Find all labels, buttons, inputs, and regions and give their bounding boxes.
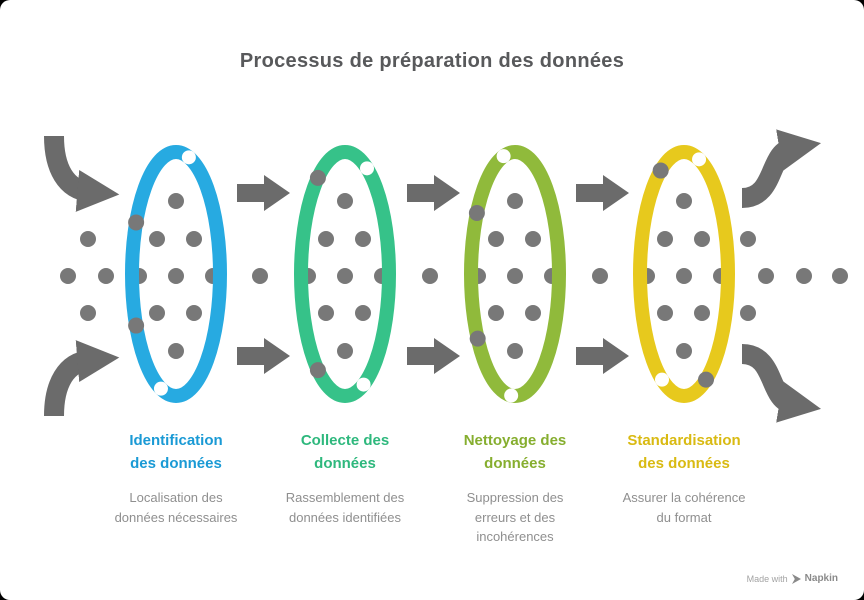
stage-title: Collecte des données [300, 432, 390, 472]
ring-gap [655, 372, 669, 387]
stage-collecte: Collecte des données Rassemblement des d… [260, 430, 430, 527]
data-dot [469, 330, 486, 347]
data-dot [168, 193, 184, 209]
ring-gap [360, 161, 374, 176]
watermark-made-with: Made with [746, 573, 788, 584]
stage-standardisation: Standardisation des données Assurer la c… [599, 430, 769, 527]
data-dot [652, 162, 669, 179]
data-dot [355, 305, 371, 321]
data-dot [186, 305, 202, 321]
data-dot [832, 268, 848, 284]
data-dot [168, 343, 184, 359]
stage-description: Suppression des erreurs et des incohéren… [466, 490, 564, 544]
page-title: Processus de préparation des données [239, 50, 625, 72]
data-dot [525, 305, 541, 321]
data-dot [337, 343, 353, 359]
ring-gap [181, 150, 196, 165]
data-dot [507, 193, 523, 209]
stage-description: Localisation des données nécessaires [114, 490, 238, 525]
data-dot [318, 231, 334, 247]
stage-nettoyage: Nettoyage des données Suppression des er… [430, 430, 600, 547]
data-dot [128, 214, 145, 231]
stage-ring [633, 145, 735, 403]
data-dot [468, 205, 485, 221]
data-dot [676, 268, 692, 284]
right-arrow-icon [237, 175, 290, 211]
flow-arrows [237, 175, 629, 374]
curved-arrow [44, 340, 120, 417]
stage-description: Rassemblement des données identifiées [285, 490, 405, 525]
data-dot [168, 268, 184, 284]
curved-arrow [44, 135, 120, 212]
data-dot [252, 268, 268, 284]
ring-gap [356, 377, 371, 392]
data-dot [80, 305, 96, 321]
stage-ring [125, 145, 227, 403]
ring-gap [504, 388, 519, 403]
stage-title: Nettoyage des données [463, 432, 567, 472]
stage-ring [294, 145, 396, 403]
watermark[interactable]: Made with Napkin [747, 573, 838, 584]
data-dot [525, 231, 541, 247]
data-dot [422, 268, 438, 284]
right-arrow-icon [576, 175, 629, 211]
data-dot [694, 231, 710, 247]
ring-gap [153, 381, 168, 396]
ring-gap [692, 152, 707, 167]
right-arrow-icon [407, 175, 460, 211]
napkin-logo-icon [791, 573, 801, 584]
stage-title: Identification des données [129, 432, 223, 472]
stage-identification: Identification des données Localisation … [91, 430, 261, 527]
data-dot [740, 231, 756, 247]
watermark-brand: Napkin [804, 573, 838, 584]
data-dot [694, 305, 710, 321]
data-dot [149, 231, 165, 247]
data-dot [337, 268, 353, 284]
right-arrow-icon [237, 338, 290, 374]
data-dot [796, 268, 812, 284]
stage-description: Assurer la cohérence du format [622, 490, 746, 525]
curved-arrow [740, 344, 821, 423]
right-arrow-icon [407, 338, 460, 374]
data-dot [309, 169, 326, 186]
data-dot [698, 371, 714, 388]
data-dot [507, 268, 523, 284]
data-dot [507, 343, 523, 359]
curved-arrow [740, 129, 821, 208]
data-dot [488, 231, 504, 247]
data-dot [758, 268, 774, 284]
curved-flow-arrows [44, 129, 821, 423]
stage-rings [125, 145, 735, 403]
data-dot [149, 305, 165, 321]
data-dot [657, 305, 673, 321]
data-dot [80, 231, 96, 247]
data-dot [337, 193, 353, 209]
data-dot [186, 231, 202, 247]
right-arrow-icon [576, 338, 629, 374]
data-dot [318, 305, 334, 321]
data-dot [98, 268, 114, 284]
data-dot [128, 317, 145, 334]
data-dot [740, 305, 756, 321]
data-dot [676, 343, 692, 359]
data-dot [488, 305, 504, 321]
data-dot [657, 231, 673, 247]
data-dot [60, 268, 76, 284]
data-dot [309, 362, 326, 379]
data-dot [355, 231, 371, 247]
data-dot [592, 268, 608, 284]
stage-title: Standardisation des données [627, 432, 741, 472]
data-dot [676, 193, 692, 209]
ring-gap [496, 149, 511, 164]
